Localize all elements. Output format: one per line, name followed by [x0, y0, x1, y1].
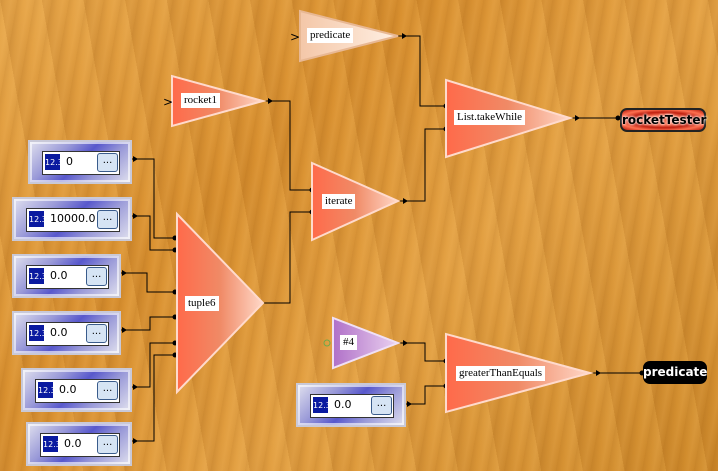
ellipsis-button[interactable]: ... — [97, 210, 118, 229]
ellipsis-button[interactable]: ... — [97, 153, 118, 172]
ellipsis-button[interactable]: ... — [97, 381, 118, 400]
number-input-frame: 12.3 0 ... — [42, 151, 120, 175]
gte-label[interactable]: greaterThanEquals — [456, 366, 546, 381]
numeric-type-icon: 12.3 — [28, 324, 47, 342]
number-input-frame: 12.3 0.0 ... — [26, 265, 109, 289]
tuple6-label[interactable]: tuple6 — [185, 296, 219, 311]
number-input-frame: 12.3 0.0 ... — [35, 379, 120, 403]
numeric-type-icon: 12.3 — [28, 267, 47, 285]
number-input-frame: 12.3 0.0 ... — [310, 394, 394, 418]
const4-port[interactable] — [323, 339, 331, 347]
rocket-tester-output[interactable]: rocketTester — [620, 108, 706, 132]
numeric-type-icon: 12.3 — [44, 153, 63, 171]
tuple6-shape — [176, 211, 265, 395]
number-field[interactable]: 0.0 — [64, 437, 82, 450]
predicate-output-label: predicate — [643, 365, 708, 379]
ellipsis-button[interactable]: ... — [86, 267, 107, 286]
wires — [117, 35, 643, 442]
number-field[interactable]: 10000.0 — [50, 212, 96, 225]
predicate-output[interactable]: predicate — [643, 361, 707, 384]
numeric-type-icon: 12.3 — [312, 396, 331, 414]
rocket1-input-arrow: > — [163, 95, 173, 109]
numeric-type-icon: 12.3 — [37, 381, 56, 399]
number-field[interactable]: 0.0 — [334, 398, 352, 411]
rocket-tester-label: rocketTester — [622, 113, 707, 127]
ellipsis-button[interactable]: ... — [86, 324, 107, 343]
number-input-widget: 12.3 0 ... — [28, 140, 132, 184]
iterate-label[interactable]: iterate — [322, 194, 356, 209]
const4-label[interactable]: #4 — [340, 335, 357, 350]
predicate-input-arrow: > — [290, 30, 300, 44]
number-input-widget: 12.3 0.0 ... — [21, 368, 132, 412]
take-while-label[interactable]: List.takeWhile — [454, 110, 526, 125]
rocket1-label[interactable]: rocket1 — [181, 93, 220, 108]
number-field[interactable]: 0.0 — [50, 269, 68, 282]
numeric-type-icon: 12.3 — [42, 435, 61, 453]
number-input-frame: 12.3 0.0 ... — [40, 433, 120, 457]
number-field[interactable]: 0.0 — [59, 383, 77, 396]
const4-shape — [332, 316, 401, 370]
number-input-frame: 12.3 10000.0 ... — [26, 208, 120, 232]
number-input-widget: 12.3 0.0 ... — [26, 422, 132, 466]
predicate-input-label[interactable]: predicate — [307, 28, 354, 43]
number-input-widget: 12.3 0.0 ... — [12, 254, 121, 298]
number-field[interactable]: 0.0 — [50, 326, 68, 339]
number-field[interactable]: 0 — [66, 155, 73, 168]
number-input-widget: 12.3 10000.0 ... — [12, 197, 132, 241]
ellipsis-button[interactable]: ... — [371, 396, 392, 415]
number-input-widget: 12.3 0.0 ... — [12, 311, 121, 355]
number-input-frame: 12.3 0.0 ... — [26, 322, 109, 346]
numeric-type-icon: 12.3 — [28, 210, 47, 228]
ellipsis-button[interactable]: ... — [97, 435, 118, 454]
number-input-widget: 12.3 0.0 ... — [296, 383, 406, 427]
